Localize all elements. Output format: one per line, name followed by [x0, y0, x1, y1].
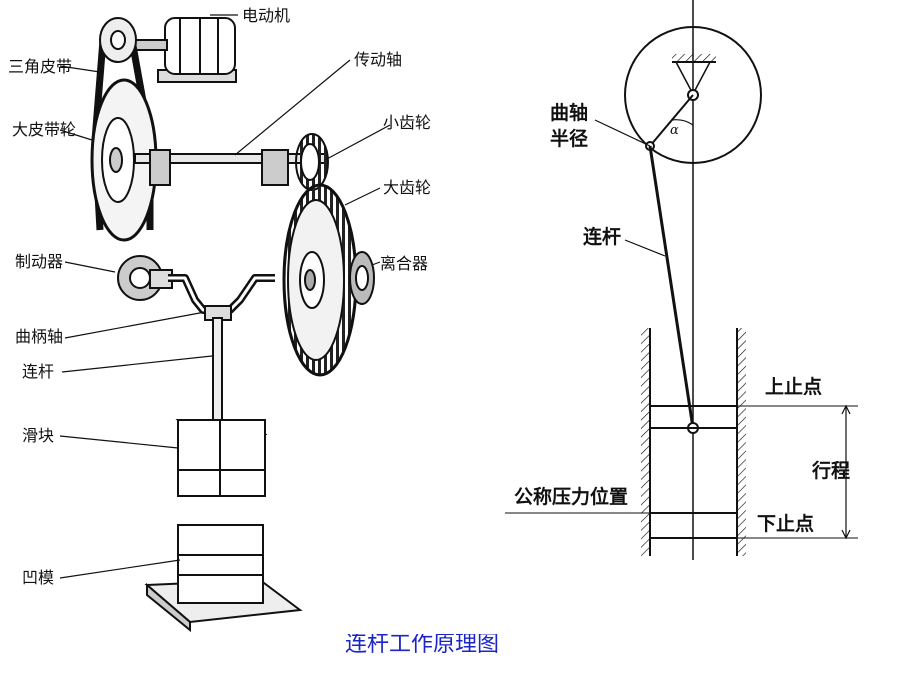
crankshaft-drawing: [168, 274, 275, 321]
die-drawing: [144, 524, 303, 633]
label-clutch: 离合器: [380, 254, 429, 273]
label-drive-shaft: 传动轴: [354, 50, 403, 69]
motor-drawing: [134, 17, 237, 83]
label-die: 凹模: [22, 568, 55, 587]
large-gear-drawing: [282, 183, 358, 377]
label-crankshaft: 曲柄轴: [15, 327, 64, 346]
drive-shaft-drawing: [134, 149, 326, 186]
brake-drawing: [117, 255, 173, 301]
label-slider: 滑块: [22, 426, 55, 445]
large-pulley-drawing: [90, 78, 158, 242]
label-brake: 制动器: [15, 252, 64, 271]
label-top-dead-center: 上止点: [765, 376, 823, 398]
label-bottom-dead-center: 下止点: [757, 513, 815, 535]
label-connecting-rod: 连杆: [22, 362, 55, 381]
label-motor: 电动机: [242, 6, 291, 25]
crank-circle: [624, 26, 762, 164]
label-v-belt: 三角皮带: [8, 57, 73, 76]
crank-slider-schematic: [505, 0, 858, 560]
schematic-connecting-rod: [648, 145, 695, 429]
small-gear-drawing: [295, 133, 329, 191]
left-leader-lines: [59, 14, 391, 579]
alpha-symbol: α: [670, 123, 679, 138]
clutch-drawing: [349, 251, 375, 305]
label-large-gear: 大齿轮: [383, 178, 432, 197]
label-large-pulley: 大皮带轮: [12, 120, 77, 139]
diagram-caption: 连杆工作原理图: [345, 634, 500, 656]
slider-drawing: [175, 419, 268, 497]
label-crank-radius-2: 半径: [550, 128, 589, 150]
crank-arm: [649, 94, 694, 147]
label-stroke: 行程: [812, 460, 851, 482]
label-small-gear: 小齿轮: [383, 113, 432, 132]
label-schematic-connecting-rod: 连杆: [583, 226, 622, 248]
label-nominal-pressure-position: 公称压力位置: [514, 486, 629, 508]
label-crank-radius-1: 曲轴: [550, 102, 589, 124]
connecting-rod-drawing: [212, 317, 223, 423]
press-mechanism-illustration: [90, 17, 375, 633]
